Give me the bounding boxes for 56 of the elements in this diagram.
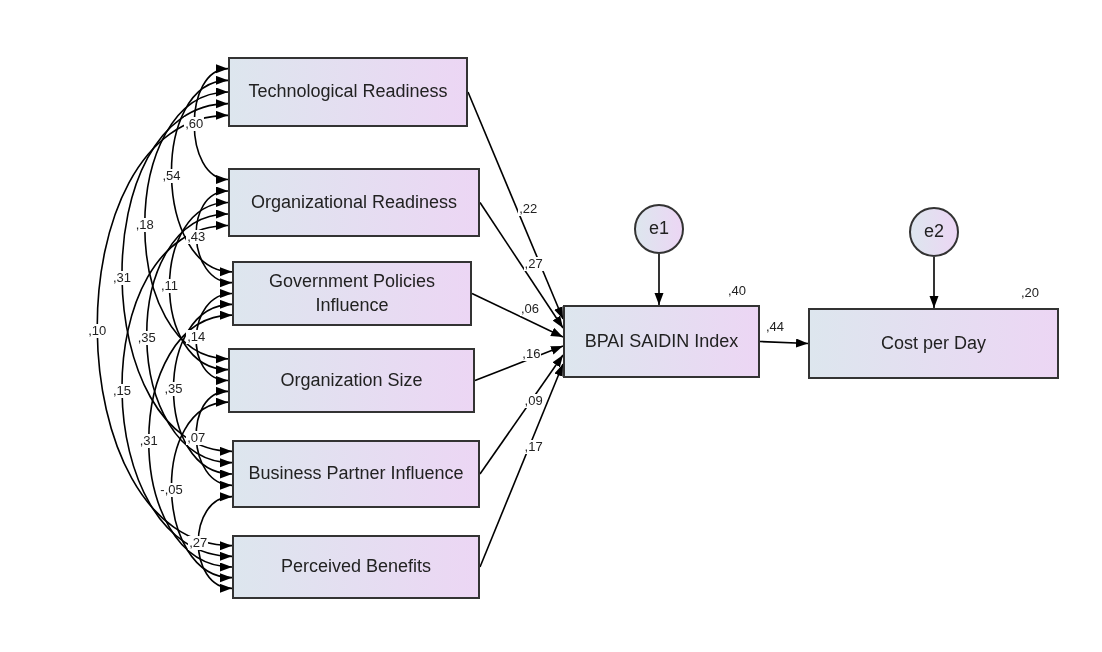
path-arrow [654,253,664,306]
path-arrow [929,256,939,309]
variable-box: BPAI SAIDIN Index [563,305,760,378]
correlation-arrow [121,223,233,559]
edge-label: ,31 [138,434,159,449]
edge-label: ,06 [520,302,541,317]
edge-label: -,05 [159,482,184,497]
correlation-arrow [121,101,233,454]
variable-box: Business Partner Influence [232,440,480,508]
edge-label: ,14 [186,330,207,344]
correlation-arrow [197,494,233,591]
edge-label: ,07 [186,431,207,446]
edge-label: ,11 [159,279,180,294]
correlation-arrow [168,200,229,372]
path-arrow [759,338,809,348]
edge-label: ,35 [136,331,157,346]
edge-label: ,17 [523,440,544,455]
edge-label: ,18 [134,218,155,233]
variable-box: Perceived Benefits [232,535,480,599]
correlation-arrow [145,211,233,465]
edge-label: ,15 [111,383,133,398]
edge-label: ,22 [518,201,539,216]
correlation-arrow [147,313,233,570]
r-squared-label: ,20 [1021,285,1040,300]
correlation-arrow [195,389,233,488]
edge-label: ,44 [764,320,786,334]
error-term-circle: e1 [634,204,684,254]
correlation-arrow [193,66,229,182]
edge-label: ,60 [184,117,205,132]
path-arrow [479,201,564,329]
path-arrow [474,345,564,382]
edge-label: ,31 [111,270,133,285]
edge-label: ,27 [188,535,209,550]
variable-box: Organizational Readiness [228,168,480,237]
correlation-arrow [143,90,229,361]
path-arrow [471,292,564,338]
variable-box: Technological Readiness [228,57,468,127]
correlation-arrow [96,113,233,548]
edge-label: ,09 [523,393,544,408]
path-arrow [479,354,564,475]
variable-box: Organization Size [228,348,475,413]
edge-label: ,43 [186,229,207,244]
edge-label: ,10 [87,323,108,338]
correlation-arrow [172,302,233,477]
correlation-arrow [170,400,233,580]
correlation-arrow [170,78,233,274]
variable-box: Government Policies Influence [232,261,472,326]
edge-label: ,54 [161,169,182,184]
edge-label: ,16 [521,346,542,361]
edge-label: ,27 [523,256,544,271]
correlation-arrow [195,291,233,383]
error-term-circle: e2 [909,207,959,257]
r-squared-label: ,40 [728,283,747,298]
variable-box: Cost per Day [808,308,1059,379]
correlation-arrow [195,188,233,286]
edge-label: ,35 [163,382,184,397]
